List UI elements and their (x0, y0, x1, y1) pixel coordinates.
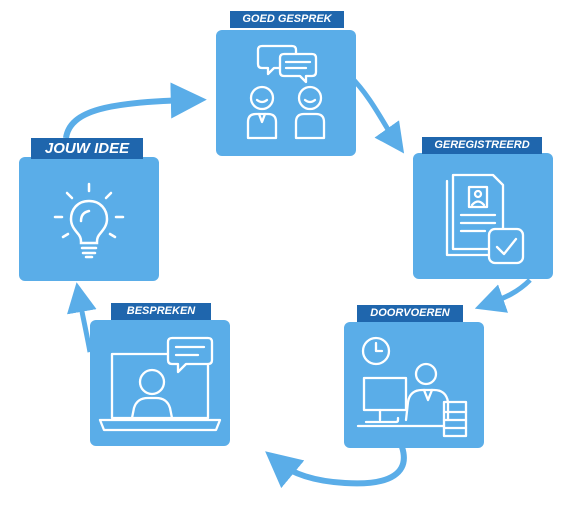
step-card-geregistreerd (413, 153, 553, 279)
arrow-geregistreerd-to-doorvoeren (474, 278, 532, 313)
step-card-idee (19, 157, 159, 281)
step-label-bespreken: BESPREKEN (111, 303, 211, 320)
video-call-icon (98, 336, 222, 432)
document-check-icon (445, 173, 525, 265)
step-label-goed-gesprek: GOED GESPREK (230, 11, 344, 28)
step-label-doorvoeren: DOORVOEREN (357, 305, 463, 322)
arrow-doorvoeren-to-bespreken (265, 446, 407, 489)
conversation-icon (246, 44, 326, 140)
step-card-bespreken (90, 320, 230, 446)
arrow-bespreken-to-idee (67, 282, 97, 353)
desk-worker-icon (356, 336, 468, 438)
step-card-goed-gesprek (216, 30, 356, 156)
step-label-geregistreerd: GEREGISTREERD (422, 137, 542, 154)
lightbulb-icon (53, 182, 125, 259)
arrow-idee-to-gesprek (63, 82, 207, 139)
step-label-idee: JOUW IDEE (31, 138, 143, 159)
step-card-doorvoeren (344, 322, 484, 448)
arrow-gesprek-to-geregistreerd (348, 74, 405, 154)
